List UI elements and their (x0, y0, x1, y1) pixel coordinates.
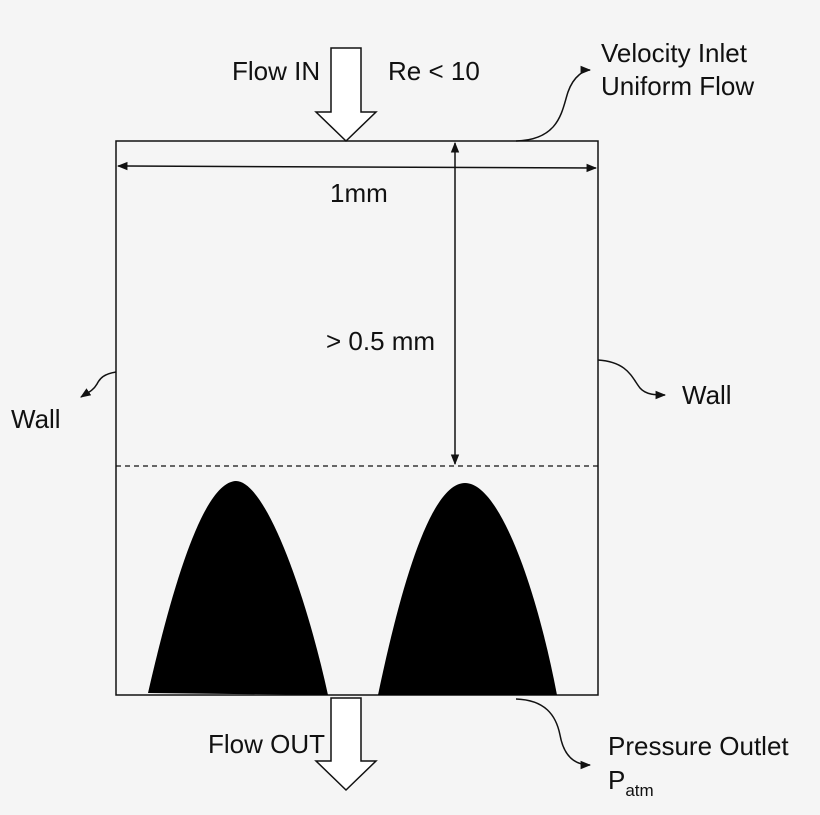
p-atm-subscript: atm (625, 781, 653, 800)
bump-left (148, 481, 328, 695)
p-atm-label: Patm (608, 765, 654, 800)
wall-left-leader (80, 371, 117, 398)
height-label: > 0.5 mm (326, 326, 435, 356)
uniform-flow-label: Uniform Flow (601, 71, 754, 101)
pressure-outlet-label: Pressure Outlet (608, 731, 789, 761)
wall-left-label: Wall (11, 404, 61, 434)
wall-right-label: Wall (682, 380, 732, 410)
p-atm-symbol: P (608, 765, 625, 795)
flow-in-arrow (314, 47, 378, 143)
flow-in-label: Flow IN (232, 56, 320, 86)
bump-right (378, 483, 557, 695)
inlet-leader (515, 65, 592, 142)
outlet-leader (515, 698, 592, 770)
width-dimension-arrow (116, 161, 598, 173)
width-label: 1mm (330, 178, 388, 208)
domain-box (115, 140, 599, 696)
flow-out-label: Flow OUT (208, 729, 325, 759)
wall-right-leader (597, 359, 667, 400)
flow-out-arrow (314, 697, 378, 792)
reynolds-label: Re < 10 (388, 56, 480, 86)
velocity-inlet-label: Velocity Inlet (601, 38, 748, 68)
